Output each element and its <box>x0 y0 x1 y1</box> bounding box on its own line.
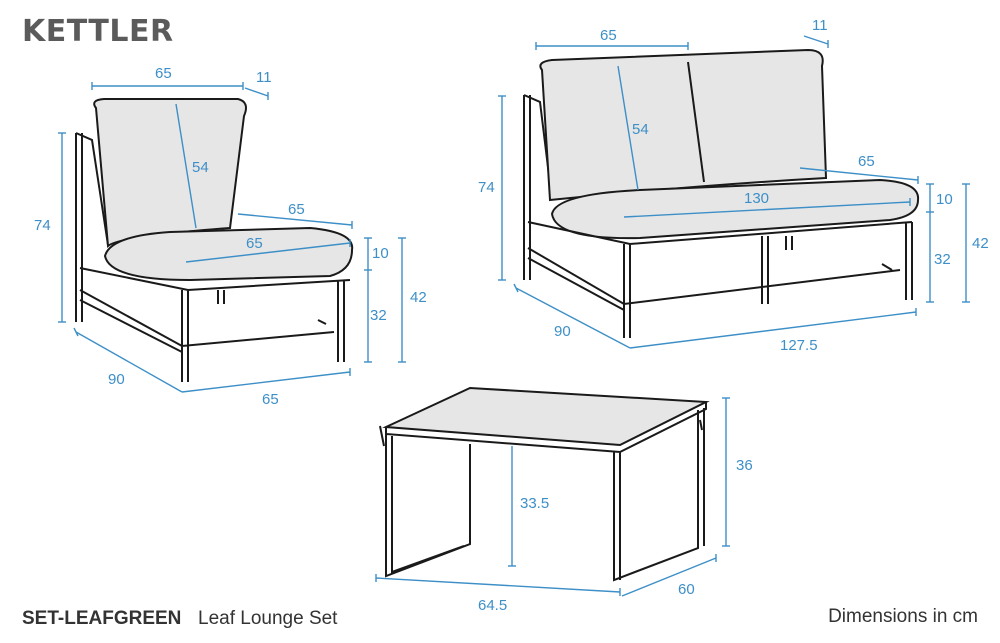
sofa-back-height-label: 54 <box>632 121 649 138</box>
chair-back-cushion <box>93 98 247 248</box>
sofa-total-height-label: 74 <box>478 179 495 196</box>
chair-back-width-label: 65 <box>155 65 172 82</box>
chair-back-height-label: 54 <box>192 159 209 176</box>
sofa-seat-height-label: 32 <box>934 251 951 268</box>
chair-seat-cushion <box>103 226 354 282</box>
brand-logo: KETTLER <box>22 14 174 49</box>
chair-total-seat-label: 42 <box>410 289 427 306</box>
product-code: SET-LEAFGREEN <box>22 608 182 629</box>
sofa-seat-depth-label: 65 <box>858 153 875 170</box>
table-height-label: 36 <box>736 457 753 474</box>
chair-cushion-label: 10 <box>372 245 389 262</box>
chair-seat-depth-label: 65 <box>288 201 305 218</box>
dimensions-note: Dimensions in cm <box>828 606 978 627</box>
table-inner-height-label: 33.5 <box>520 495 549 512</box>
sofa-back-thickness-label: 11 <box>812 17 828 34</box>
table-frame <box>379 402 707 582</box>
table-depth-label: 60 <box>678 581 695 598</box>
sofa-back-width-label: 65 <box>600 27 617 44</box>
chair-seat-width-label: 65 <box>246 235 263 252</box>
chair-seat-height-label: 32 <box>370 307 387 324</box>
sofa-width-label: 127.5 <box>780 337 818 354</box>
chair-total-height-label: 74 <box>34 217 51 234</box>
lounge-sofa: 65 11 54 65 130 10 32 42 74 90 127.5 <box>478 17 989 354</box>
sofa-seat-width-label: 130 <box>744 190 769 207</box>
table-width-label: 64.5 <box>478 597 507 614</box>
product-name: Leaf Lounge Set <box>198 608 338 629</box>
chair-base-frame <box>79 267 351 382</box>
sofa-cushion-label: 10 <box>936 191 953 208</box>
sofa-base-frame <box>527 221 913 338</box>
sofa-total-seat-label: 42 <box>972 235 989 252</box>
table-top <box>382 386 710 447</box>
chair-width-label: 65 <box>262 391 279 408</box>
lounge-chair: 65 11 54 65 65 10 32 42 74 90 65 <box>34 65 427 408</box>
coffee-table: 36 33.5 64.5 60 <box>375 386 753 614</box>
sofa-depth-label: 90 <box>554 323 571 340</box>
sofa-back-divider <box>687 61 705 183</box>
chair-back-thickness-label: 11 <box>256 69 272 86</box>
sofa-back-cushion <box>539 48 828 202</box>
chair-depth-label: 90 <box>108 371 125 388</box>
